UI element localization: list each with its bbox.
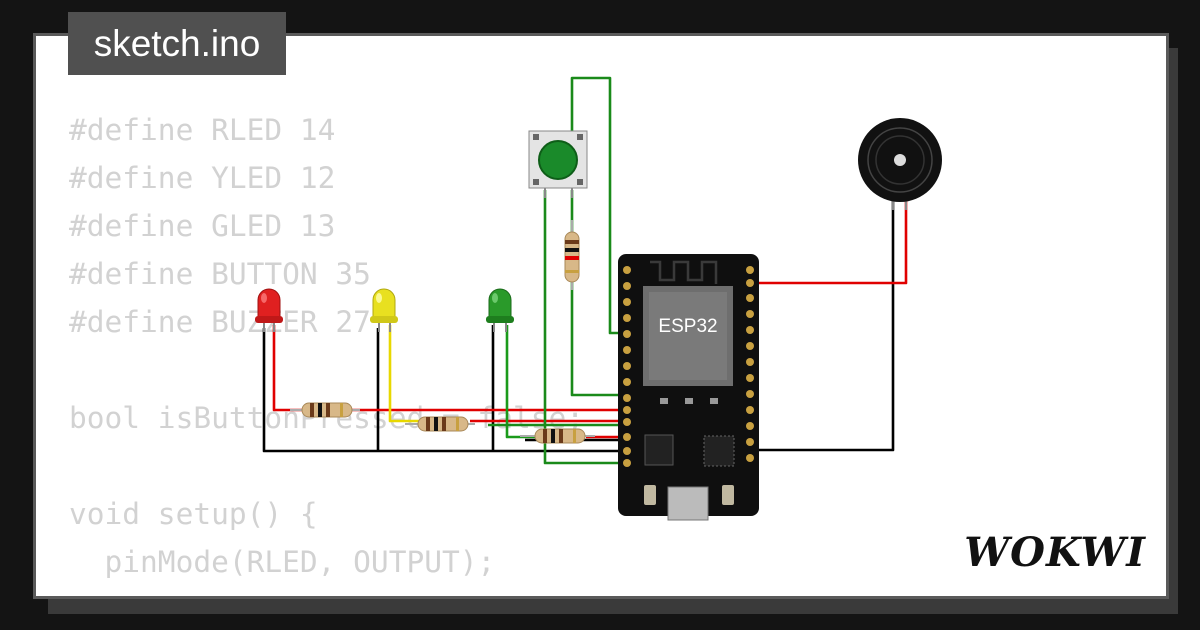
resistor	[405, 416, 475, 432]
wire-green	[570, 76, 632, 335]
push-button	[528, 130, 588, 198]
wokwi-logo: WOKWI	[964, 529, 1146, 576]
wire-black	[262, 328, 632, 453]
wire-red	[748, 192, 908, 285]
code-line: #define GLED 13	[69, 209, 336, 243]
code-line: pinMode(RLED, OUTPUT);	[69, 545, 496, 579]
wire-black	[745, 190, 895, 452]
esp32-board: ESP32	[618, 254, 759, 521]
wire-red	[272, 325, 630, 412]
wire-green	[543, 190, 632, 465]
wokwi-wordmark: WOKWI	[964, 529, 1146, 576]
code-line: #define YLED 12	[69, 161, 336, 195]
green-led	[486, 288, 514, 332]
red-led	[255, 288, 283, 332]
code-editor: #define RLED 14 #define YLED 12 #define GL…	[69, 106, 585, 596]
piezo-buzzer	[858, 118, 942, 210]
code-line: #define RLED 14	[69, 113, 336, 147]
preview-card: #define RLED 14 #define YLED 12 #define GL…	[33, 33, 1169, 599]
code-line: void setup() {	[69, 497, 318, 531]
board-label: ESP32	[658, 316, 717, 337]
yellow-led	[370, 288, 398, 332]
wire-yellow	[388, 325, 420, 423]
resistor	[290, 402, 360, 418]
code-line: #define BUTTON 35	[69, 257, 371, 291]
file-tab[interactable]: sketch.ino	[68, 12, 286, 75]
code-line: pinMode(YLED, OUTPUT);	[69, 586, 584, 596]
pin-header-left	[623, 266, 631, 467]
pin-header-right	[746, 266, 754, 462]
code-line: bool isButtonPressed = false;	[69, 401, 585, 435]
resistor	[520, 428, 595, 444]
resistor	[564, 220, 580, 290]
